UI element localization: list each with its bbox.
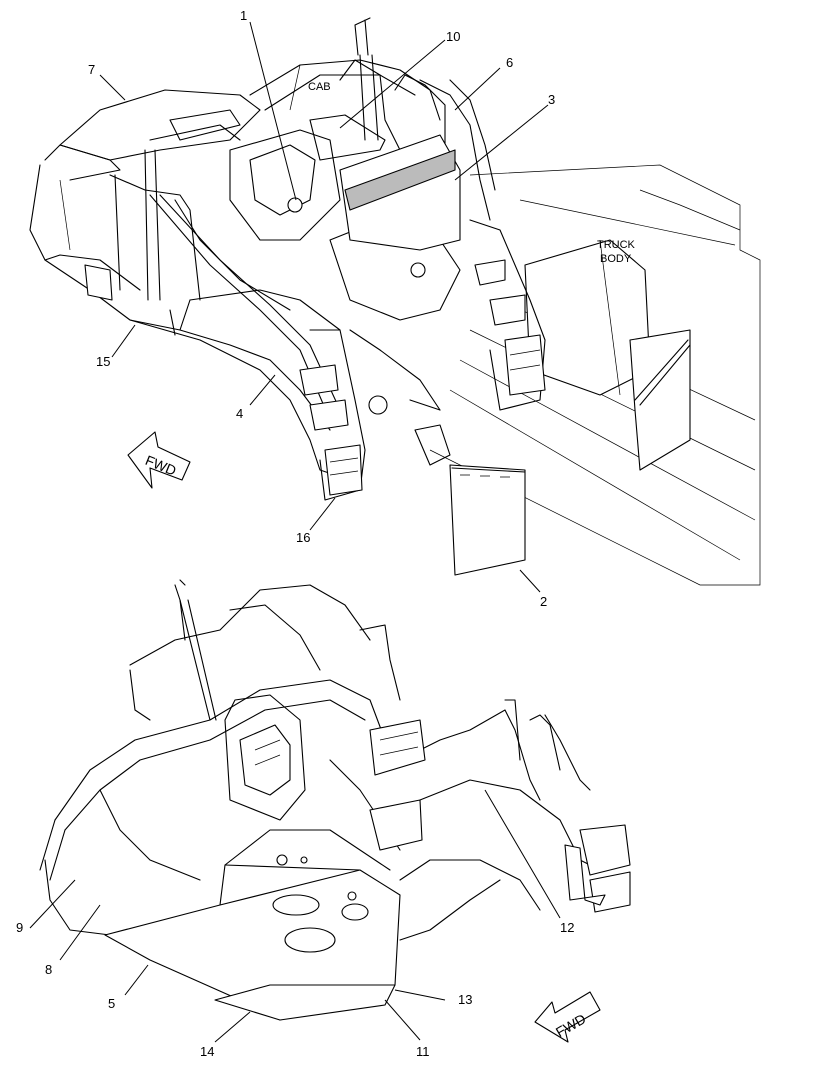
mud-flap [449, 464, 526, 576]
truck-body [429, 164, 761, 586]
callout-16: 16 [296, 530, 310, 545]
bottom-assembly-view: FWD [39, 579, 631, 1043]
callout-10: 10 [446, 29, 460, 44]
truck-body-label-line1: TRUCK [597, 239, 636, 251]
hood [29, 89, 261, 331]
truck-body-label-line2: BODY [600, 253, 632, 265]
skid-plate [104, 829, 401, 1021]
callout-14: 14 [200, 1044, 214, 1059]
bottom-right-steps [369, 699, 631, 913]
left-steps [299, 329, 366, 501]
right-steps [469, 219, 546, 411]
callout-6: 6 [506, 55, 513, 70]
callout-9: 9 [16, 920, 23, 935]
grille-panel [309, 114, 461, 251]
cab [249, 17, 441, 141]
callout-12: 12 [560, 920, 574, 935]
engine-area [229, 129, 461, 466]
top-assembly-view: FWD CAB TRUCK BODY [29, 17, 761, 586]
callout-3: 3 [548, 92, 555, 107]
bottom-frame [39, 679, 601, 941]
callout-1: 1 [240, 8, 247, 23]
bottom-handrails [129, 579, 591, 791]
callout-4: 4 [236, 406, 243, 421]
callout-13: 13 [458, 992, 472, 1007]
callout-numbers: 1 2 3 4 5 6 7 8 9 10 11 12 13 14 15 16 [16, 8, 574, 1059]
callout-5: 5 [108, 996, 115, 1011]
callout-7: 7 [88, 62, 95, 77]
fwd-arrow-top: FWD [127, 431, 191, 489]
callout-15: 15 [96, 354, 110, 369]
cab-label: CAB [308, 81, 331, 93]
callout-8: 8 [45, 962, 52, 977]
callout-11: 11 [416, 1044, 430, 1059]
left-fender [129, 289, 351, 481]
fwd-arrow-bottom: FWD [534, 991, 601, 1043]
callout-2: 2 [540, 594, 547, 609]
leader-lines [29, 21, 561, 1043]
lower-plate [214, 984, 396, 1021]
